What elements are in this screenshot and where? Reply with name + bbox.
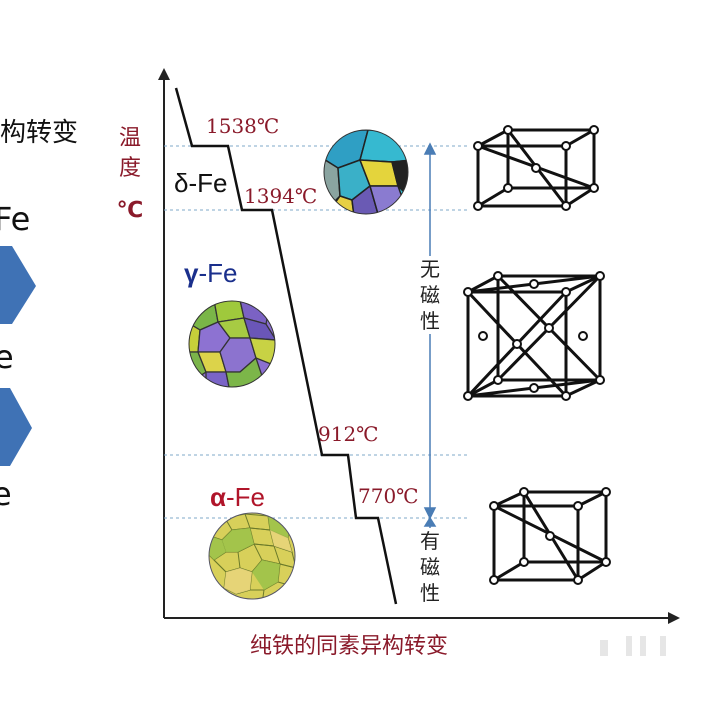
nonmagnetic-char-1: 无 <box>418 256 442 282</box>
delta-symbol: δ <box>174 168 189 198</box>
temp-label-770: 770℃ <box>358 484 419 508</box>
gamma-grains-icon <box>188 300 276 388</box>
magnetic-char-2: 磁 <box>418 554 442 580</box>
nonmagnetic-char-2: 磁 <box>418 282 442 308</box>
delta-suffix: -Fe <box>188 168 228 198</box>
y-axis-unit: ℃ <box>116 198 144 223</box>
y-axis-label-line1: 温 <box>118 126 141 151</box>
fcc-lattice-icon <box>463 271 605 401</box>
gamma-suffix: -Fe <box>198 258 238 288</box>
magnetic-char-3: 性 <box>418 580 442 606</box>
diagram-caption: 纯铁的同素异构转变 <box>250 634 449 659</box>
left-fe-fragment-1: Fe <box>0 200 31 238</box>
y-axis-label-line2: 度 <box>118 156 141 181</box>
alpha-fe-label: α-Fe <box>210 482 265 513</box>
nonmagnetic-label: 无 磁 性 <box>418 256 442 334</box>
cooling-curve <box>174 87 398 605</box>
left-double-arrow-2 <box>0 388 32 466</box>
temp-label-1394: 1394℃ <box>244 184 318 208</box>
gamma-fe-label: γ-Fe <box>184 258 237 289</box>
nonmagnetic-char-3: 性 <box>418 308 442 334</box>
temp-label-1538: 1538℃ <box>206 114 280 138</box>
left-fe-fragment-3: e <box>0 475 12 513</box>
left-fe-fragment-2: e <box>0 338 14 376</box>
alpha-suffix: -Fe <box>225 482 265 512</box>
bcc-lattice-top-icon <box>473 125 599 211</box>
delta-grains-icon <box>323 129 409 215</box>
left-double-arrow-1 <box>0 246 36 324</box>
delta-fe-label: δ-Fe <box>174 168 227 199</box>
magnetic-label: 有 磁 性 <box>418 528 442 606</box>
alpha-symbol: α <box>210 482 226 512</box>
temp-label-912: 912℃ <box>318 422 379 446</box>
axes <box>158 68 680 624</box>
left-heading-fragment: 构转变 <box>0 118 79 148</box>
bcc-lattice-bottom-icon <box>489 487 611 585</box>
watermark-dots <box>600 636 666 656</box>
alpha-grains-icon <box>208 512 296 600</box>
magnetic-char-1: 有 <box>418 528 442 554</box>
gamma-symbol: γ <box>184 258 199 288</box>
